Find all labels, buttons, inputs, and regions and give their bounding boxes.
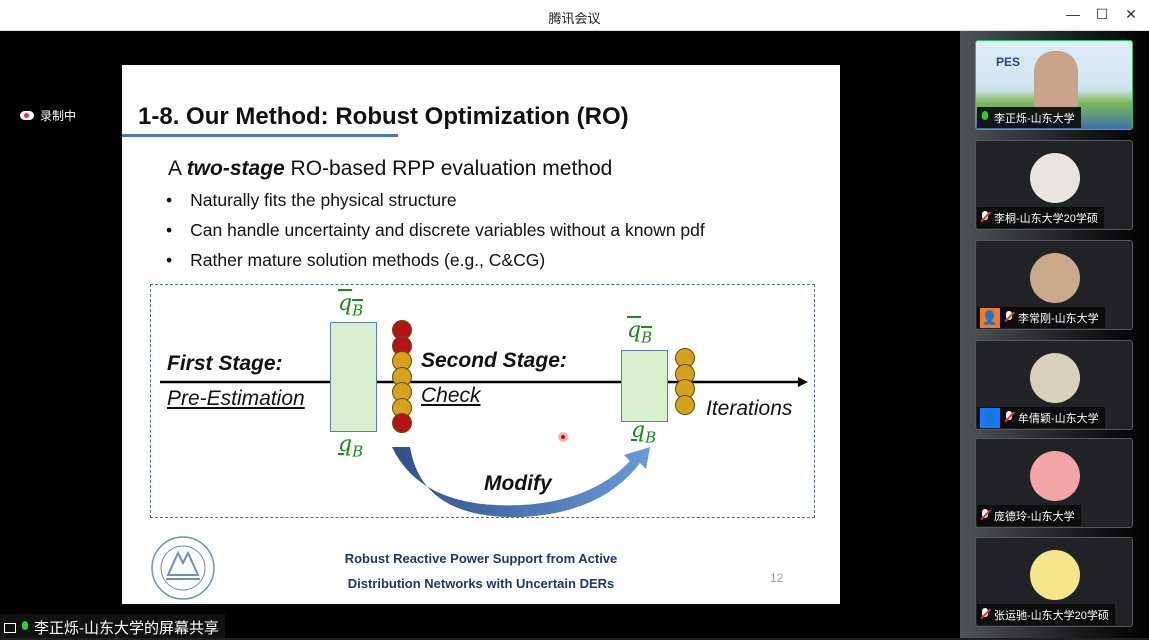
mic-on-icon bbox=[980, 111, 990, 124]
participant-name: 李桐-山东大学20学硕 bbox=[994, 212, 1098, 225]
screen-icon bbox=[4, 622, 16, 633]
mic-muted-icon bbox=[1004, 411, 1014, 424]
second-stage-bound-box bbox=[621, 350, 668, 422]
participant-avatar bbox=[1030, 253, 1080, 303]
timeline-arrow-head bbox=[798, 377, 808, 387]
mic-muted-icon bbox=[980, 211, 990, 224]
slide-title: 1-8. Our Method: Robust Optimization (RO… bbox=[138, 103, 629, 130]
minimize-button[interactable]: — bbox=[1066, 6, 1080, 22]
q-symbol: q bbox=[338, 291, 353, 316]
participant-avatar bbox=[1030, 550, 1080, 600]
scenario-circle-gold bbox=[675, 394, 695, 415]
participant-tile[interactable]: 👤 牟倩颖-山东大学 bbox=[975, 340, 1133, 430]
mic-muted-icon bbox=[980, 509, 990, 522]
q-lower-bound-2: qB bbox=[631, 418, 656, 446]
recording-label: 录制中 bbox=[40, 109, 77, 123]
participant-name-tag: 李正烁-山东大学 bbox=[977, 107, 1081, 128]
title-underline bbox=[122, 134, 398, 137]
participant-avatar bbox=[1030, 353, 1080, 403]
participant-tile[interactable]: 👤 李常刚-山东大学 bbox=[975, 240, 1133, 330]
subtitle-emphasis: two-stage bbox=[186, 157, 285, 180]
modify-label: Modify bbox=[484, 472, 552, 495]
mic-muted-icon bbox=[1004, 311, 1014, 324]
mic-muted-icon bbox=[980, 608, 990, 621]
q-lower-bound-1: qB bbox=[338, 432, 363, 460]
recording-indicator[interactable]: 录制中 bbox=[20, 107, 76, 124]
user-icon: 👤 bbox=[980, 407, 1000, 428]
screen-share-label[interactable]: 李正烁-山东大学的屏幕共享 bbox=[0, 614, 225, 638]
bullet-item: Can handle uncertainty and discrete vari… bbox=[166, 220, 705, 241]
participant-name: 张运驰-山东大学20学硕 bbox=[994, 609, 1109, 622]
participant-name: 庞德玲-山东大学 bbox=[994, 510, 1075, 523]
slide-page-number: 12 bbox=[770, 571, 784, 585]
mic-on-icon bbox=[20, 621, 30, 634]
app-title: 腾讯会议 bbox=[548, 11, 601, 26]
q-subscript: B bbox=[352, 301, 364, 320]
participant-name-tag: 👤 牟倩颖-山东大学 bbox=[977, 407, 1105, 428]
presentation-slide: 1-8. Our Method: Robust Optimization (RO… bbox=[122, 65, 840, 604]
participant-tile[interactable]: 庞德玲-山东大学 bbox=[975, 438, 1133, 528]
bullet-item: Rather mature solution methods (e.g., C&… bbox=[166, 250, 545, 271]
laser-pointer bbox=[558, 432, 568, 442]
first-stage-bound-box bbox=[330, 322, 377, 432]
shandong-university-logo bbox=[151, 536, 215, 600]
footer-title-line1: Robust Reactive Power Support from Activ… bbox=[344, 551, 618, 566]
participant-avatar bbox=[1030, 451, 1080, 501]
participant-name: 李正烁-山东大学 bbox=[994, 112, 1075, 125]
participant-tile[interactable]: 张运驰-山东大学20学硕 bbox=[975, 537, 1133, 627]
participant-name: 牟倩颖-山东大学 bbox=[1018, 412, 1099, 425]
q-symbol: q bbox=[631, 418, 646, 443]
q-upper-bound-2: qB bbox=[627, 318, 652, 346]
close-button[interactable]: ✕ bbox=[1125, 6, 1137, 22]
share-label-text: 李正烁-山东大学的屏幕共享 bbox=[34, 620, 219, 637]
participant-name: 李常刚-山东大学 bbox=[1018, 312, 1099, 325]
second-stage-label: Second Stage: bbox=[421, 349, 567, 372]
slide-subtitle: A two-stage RO-based RPP evaluation meth… bbox=[168, 157, 612, 181]
iterations-label: Iterations bbox=[706, 397, 793, 420]
scenario-circle-red bbox=[392, 413, 412, 433]
first-stage-label: First Stage: bbox=[167, 352, 283, 375]
q-symbol: q bbox=[627, 318, 642, 343]
q-subscript: B bbox=[645, 428, 657, 447]
subtitle-pre: A bbox=[168, 157, 187, 180]
title-bar: 腾讯会议 — ☐ ✕ bbox=[0, 0, 1149, 31]
user-icon: 👤 bbox=[980, 307, 1000, 328]
pre-estimation-label: Pre-Estimation bbox=[167, 387, 305, 410]
bullet-item: Naturally fits the physical structure bbox=[166, 190, 457, 211]
participant-name-tag: 李桐-山东大学20学硕 bbox=[977, 207, 1104, 228]
q-upper-bound-1: qB bbox=[338, 291, 363, 319]
participant-avatar bbox=[1030, 153, 1080, 203]
diagram-arrows bbox=[160, 377, 808, 518]
check-label: Check bbox=[421, 384, 481, 407]
participant-name-tag: 张运驰-山东大学20学硕 bbox=[977, 604, 1115, 625]
participant-tile[interactable]: 李桐-山东大学20学硕 bbox=[975, 140, 1133, 230]
cloud-record-icon bbox=[20, 111, 34, 120]
q-symbol: q bbox=[338, 432, 353, 457]
maximize-button[interactable]: ☐ bbox=[1095, 6, 1109, 22]
subtitle-post: RO-based RPP evaluation method bbox=[284, 157, 613, 180]
footer-title-line2: Distribution Networks with Uncertain DER… bbox=[347, 576, 615, 591]
q-subscript: B bbox=[352, 442, 364, 461]
participant-name-tag: 庞德玲-山东大学 bbox=[977, 505, 1081, 526]
participant-name-tag: 👤 李常刚-山东大学 bbox=[977, 307, 1105, 328]
ro-diagram bbox=[150, 284, 815, 518]
q-subscript: B bbox=[641, 328, 653, 347]
modify-curved-arrow bbox=[392, 447, 650, 518]
